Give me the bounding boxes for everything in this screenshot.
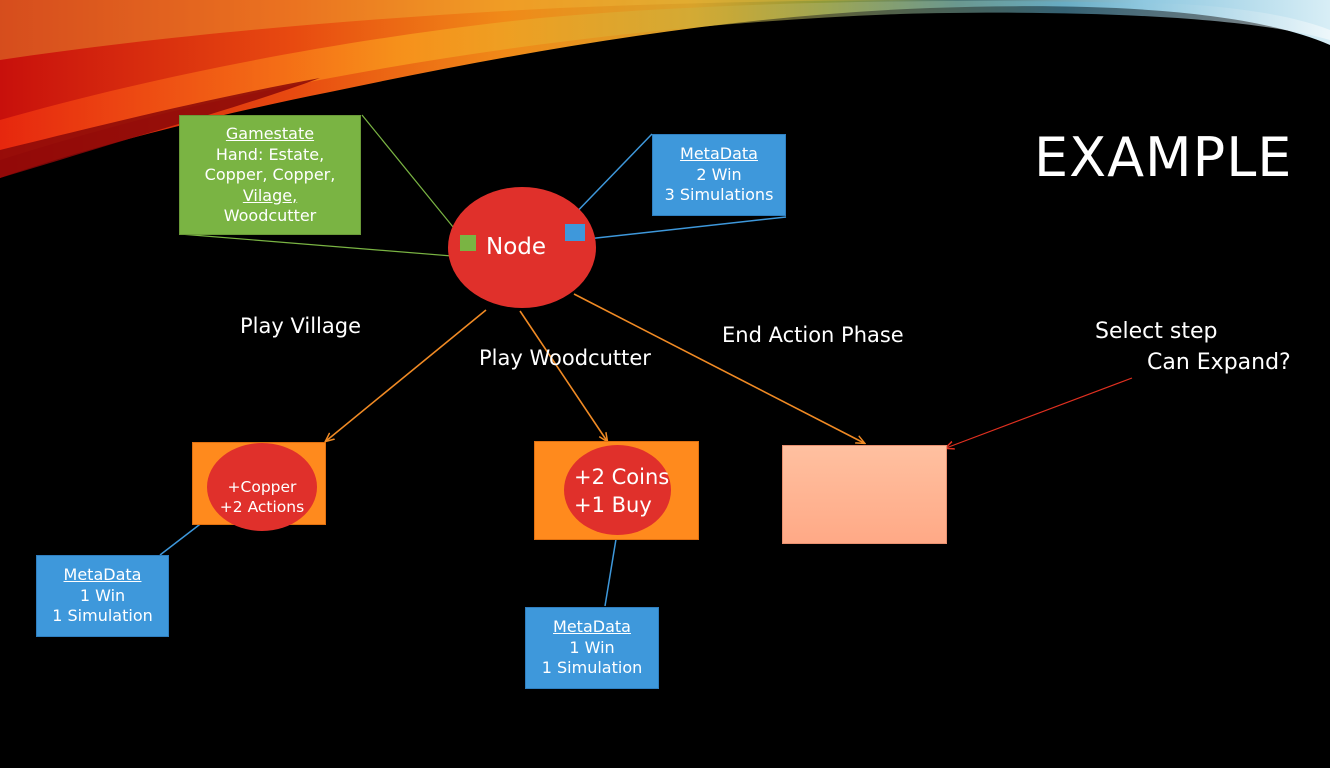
gamestate-heading: Gamestate bbox=[225, 124, 315, 143]
metadata-wins: 1 Win bbox=[569, 637, 615, 657]
annotation-select-step: Select step bbox=[1095, 319, 1218, 344]
root-node-label: Node bbox=[486, 234, 547, 260]
child-village-node: +Copper +2 Actions bbox=[207, 443, 317, 531]
metadata-heading: MetaData bbox=[63, 565, 142, 584]
metadata-heading: MetaData bbox=[680, 144, 758, 163]
gamestate-line: Copper, Copper, bbox=[204, 165, 336, 184]
metadata-wins: 2 Win bbox=[696, 164, 742, 184]
child-village-metadata-box: MetaData 1 Win 1 Simulation bbox=[36, 555, 169, 637]
gamestate-callout-line bbox=[361, 114, 463, 239]
child-village-line: +2 Actions bbox=[219, 498, 305, 516]
edge-label-play-village: Play Village bbox=[240, 314, 361, 338]
root-metadata-box: MetaData 2 Win 3 Simulations bbox=[652, 134, 786, 216]
metadata-heading: MetaData bbox=[553, 617, 631, 636]
child-woodcutter-line: +2 Coins bbox=[574, 465, 670, 489]
slide-title: EXAMPLE bbox=[1034, 126, 1293, 189]
metadata-simulations: 1 Simulation bbox=[541, 658, 643, 677]
metadata-wins: 1 Win bbox=[79, 585, 126, 605]
child-woodcutter-line: +1 Buy bbox=[574, 493, 652, 517]
annotation-arrow bbox=[946, 377, 1133, 448]
metadata-handle bbox=[565, 224, 585, 241]
child-woodcutter-metadata-box: MetaData 1 Win 1 Simulation bbox=[525, 607, 659, 689]
metadata-callout-line bbox=[604, 532, 618, 607]
child-village-line: +Copper bbox=[227, 478, 297, 496]
gamestate-callout-line bbox=[179, 233, 453, 257]
metadata-simulations: 1 Simulation bbox=[52, 606, 153, 625]
unexpanded-child-box bbox=[782, 445, 947, 544]
metadata-simulations: 3 Simulations bbox=[664, 185, 774, 204]
edge-play-woodcutter-arrow bbox=[519, 310, 607, 441]
gamestate-line: Hand: Estate, bbox=[215, 144, 325, 164]
metadata-callout-line bbox=[565, 133, 653, 224]
gamestate-line: Woodcutter bbox=[223, 206, 317, 225]
gamestate-line: Vilage, bbox=[242, 185, 298, 205]
annotation-can-expand: Can Expand? bbox=[1147, 350, 1291, 375]
metadata-callout-line bbox=[577, 216, 787, 241]
edge-end-action-phase-arrow bbox=[573, 293, 864, 443]
edge-play-village-arrow bbox=[326, 309, 487, 441]
gamestate-box: Gamestate Hand: Estate, Copper, Copper, … bbox=[179, 115, 361, 235]
child-woodcutter-node: +2 Coins +1 Buy bbox=[564, 445, 671, 535]
gamestate-handle bbox=[460, 235, 476, 251]
edge-label-play-woodcutter: Play Woodcutter bbox=[479, 346, 651, 370]
edge-label-end-action-phase: End Action Phase bbox=[722, 323, 904, 347]
